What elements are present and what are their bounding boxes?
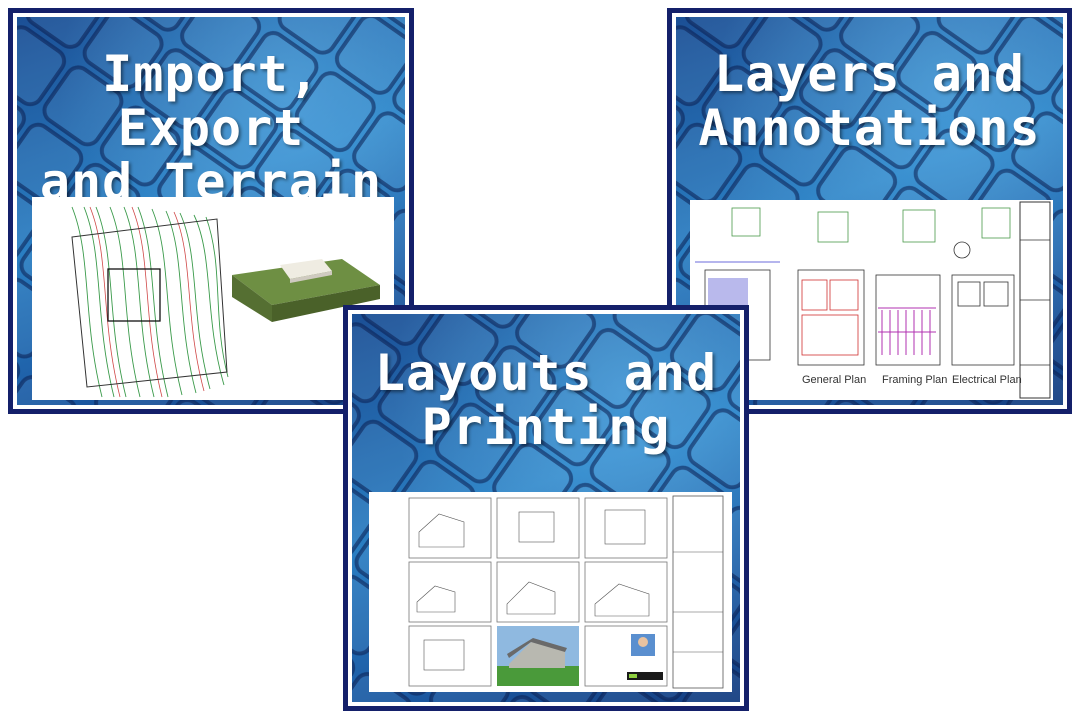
floor-plans-preview-image: an General Plan Framing Plan Electrical … <box>690 200 1053 400</box>
card-background: Import, Export and Terrain <box>17 17 405 405</box>
card-title: Layouts and Printing <box>352 346 740 454</box>
layout-sheets-preview-image <box>369 492 732 692</box>
card-title-line-2: Annotations <box>698 99 1041 157</box>
card-background: Layouts and Printing <box>352 314 740 702</box>
card-title-line-1: Layers and <box>713 45 1026 103</box>
card-layouts-printing[interactable]: Layouts and Printing <box>343 305 749 711</box>
card-title-line-1: Import, Export <box>102 45 320 157</box>
card-title-line-2: Printing <box>421 398 671 456</box>
card-title: Import, Export and Terrain <box>17 47 405 209</box>
plan-label-general: General Plan <box>802 374 867 386</box>
terrain-preview-image <box>32 197 394 400</box>
card-title: Layers and Annotations <box>676 47 1063 155</box>
plan-label-framing: Framing Plan <box>882 374 948 386</box>
card-import-export-terrain[interactable]: Import, Export and Terrain <box>8 8 414 414</box>
plan-label-electrical: Electrical Plan <box>952 374 1022 386</box>
card-title-line-1: Layouts and <box>374 344 718 402</box>
